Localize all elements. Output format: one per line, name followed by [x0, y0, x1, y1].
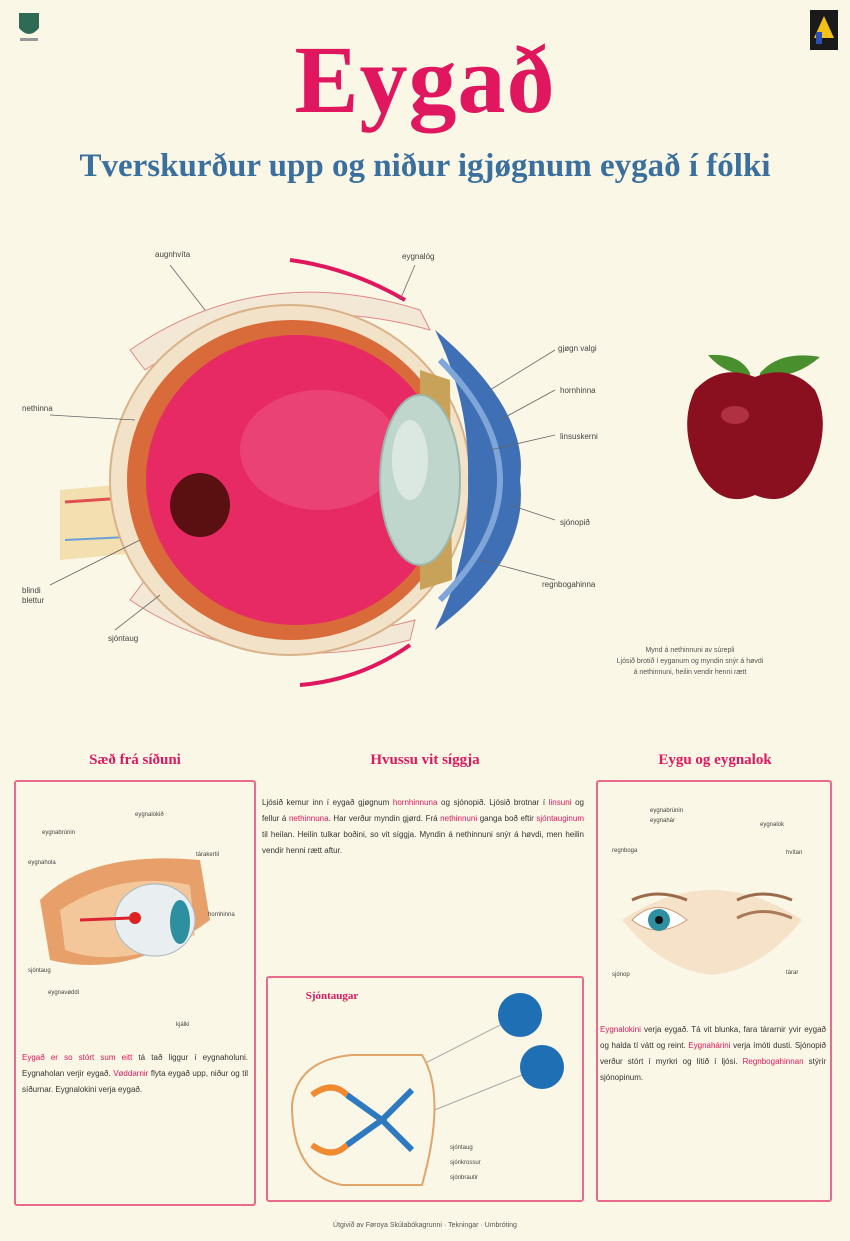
eye-cross-section-illustration: [49, 258, 556, 687]
page-title: Eygað: [294, 26, 556, 133]
face-eyes-illustration: [622, 890, 802, 975]
label-lens: linsuskerni: [560, 432, 598, 441]
face-label-2: eygnahár: [650, 818, 676, 824]
page-subtitle: Tverskurður upp og niður igjøgnum eygað …: [79, 148, 771, 184]
optic-nerve-illustration: [290, 993, 564, 1186]
heading-optic-nerves: Sjóntaugar: [305, 990, 359, 1002]
face-label-3: eygnalok: [760, 822, 785, 828]
inset-label-2: sjónkrossur: [450, 1160, 481, 1166]
label-muscle: eygnalóg: [402, 252, 435, 261]
heading-eyes-eyelids: Eygu og eygnalok: [658, 752, 772, 768]
face-label-4: regnboga: [612, 848, 638, 854]
label-pupil: sjónopið: [560, 518, 590, 527]
side-view-text: Eygað er so stórt sum eitt tá tað liggur…: [22, 1053, 249, 1094]
side-label-3: eygnahola: [28, 860, 56, 866]
inset-label-1: sjóntaug: [450, 1145, 473, 1151]
label-iris-muscle: regnbogahinna: [542, 580, 596, 589]
optic-nerve-panel: [266, 976, 584, 1202]
label-sclera: augnhvíta: [155, 250, 191, 259]
side-view-eye-illustration: [40, 858, 210, 965]
label-iris: gjøgn valgi: [558, 344, 597, 353]
how-we-see-text: Ljósið kemur inn í eygað gjøgnum hornhin…: [262, 798, 584, 855]
face-label-6: sjónop: [612, 972, 630, 978]
face-label-7: tárar: [786, 970, 799, 976]
side-label-2: eygnalokið: [135, 812, 164, 818]
side-label-7: eygnavøddi: [48, 990, 80, 996]
side-label-8: kjálki: [176, 1022, 190, 1028]
side-label-4: tárakertil: [196, 852, 220, 858]
right-logo: [810, 10, 838, 50]
heading-side-view: Sæð frá síðuni: [89, 752, 181, 768]
side-label-5: hornhinna: [208, 912, 235, 918]
heading-how-we-see: Hvussu vit síggja: [370, 752, 480, 768]
eyes-eyelids-panel: [596, 780, 832, 1202]
side-label-1: eygnabrúnin: [42, 830, 76, 836]
side-label-6: sjóntaug: [28, 968, 51, 974]
label-cornea: hornhinna: [560, 386, 596, 395]
apple-illustration: [687, 354, 823, 500]
footer-credits: Útgivið av Føroya Skúlabókagrunni · Tekn…: [333, 1222, 517, 1229]
face-label-5: hvítan: [786, 850, 803, 856]
label-nerve: sjóntaug: [108, 634, 139, 643]
eyes-eyelids-text: Eygnalokini verja eygað. Tá vit blunka, …: [600, 1025, 826, 1082]
label-retina: nethinna: [22, 404, 53, 413]
left-logo: [19, 13, 39, 41]
face-label-1: eygnabrúnin: [650, 808, 684, 814]
side-view-panel: [14, 780, 256, 1206]
inset-label-3: sjónbrautir: [450, 1175, 479, 1181]
